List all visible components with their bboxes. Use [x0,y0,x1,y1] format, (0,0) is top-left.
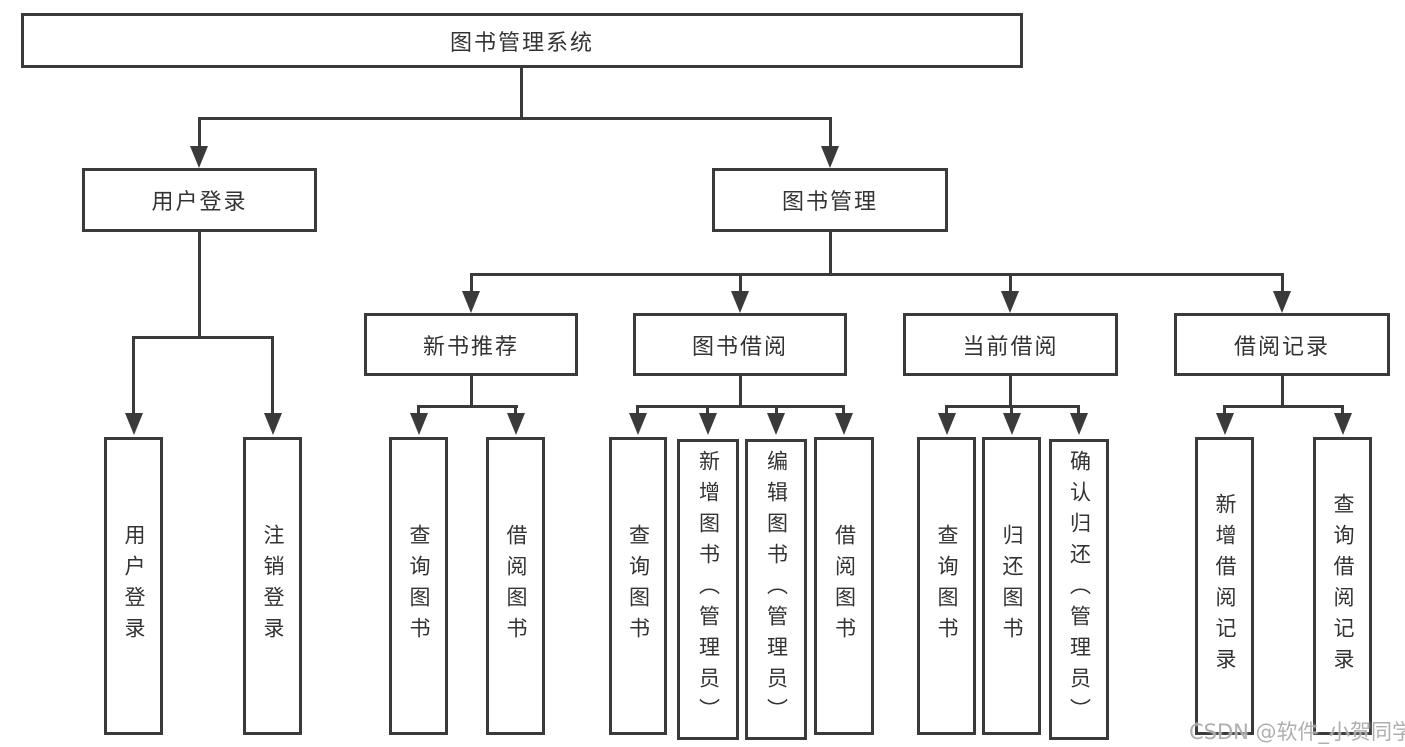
node-label: 查询图书 [407,524,431,648]
connector-leaf-drop [1077,405,1080,415]
leaf-query-books: 查询图书 [917,437,976,735]
connector-current-stem [1009,376,1012,405]
connector-leaf-drop [945,405,948,415]
leaf-query-books: 查询图书 [389,437,448,735]
arrow-down-icon [507,413,525,435]
leaf-confirm-return-admin: 确认归还（管理员） [1049,439,1109,740]
leaf-query-books: 查询图书 [609,437,667,735]
connector-leaf-drop [514,405,517,415]
node-label: 当前借阅 [962,334,1059,360]
arrow-down-icon [1001,291,1019,313]
connector-leaf-drop [636,405,639,415]
node-label: 确认归还（管理员） [1067,450,1092,729]
arrow-down-icon [699,413,717,435]
arrow-down-icon [1216,413,1234,435]
connector-book-mgmt-stem [829,232,832,276]
arrow-down-icon [462,291,480,313]
node-label: 借阅图书 [504,524,528,648]
connector-leaf-drop [1223,405,1226,415]
node-root: 图书管理系统 [21,13,1023,68]
arrow-down-icon [938,413,956,435]
node-book-borrow: 图书借阅 [633,313,847,376]
leaf-query-borrow-record: 查询借阅记录 [1313,437,1372,735]
leaf-add-books-admin: 新增图书（管理员） [677,439,739,740]
arrow-down-icon [1334,413,1352,435]
arrow-down-icon [190,146,208,168]
connector-leaf-drop [1010,405,1013,415]
connector-record-stem [1281,376,1284,405]
node-label: 图书借阅 [691,334,788,360]
leaf-borrow-books: 借阅图书 [814,437,874,735]
node-new-book-recommend: 新书推荐 [364,313,578,376]
arrow-down-icon [125,413,143,435]
node-label: 借阅图书 [832,524,857,648]
node-label: 图书管理系统 [449,30,594,56]
connector-level1-rail [198,117,832,120]
node-label: 注销登录 [261,524,285,648]
connector-borrow-stem [739,376,742,405]
connector-root-stem [520,68,523,120]
connector-user-login-stem [198,232,201,338]
node-label: 归还图书 [1000,524,1024,648]
connector-level2-drop [739,276,742,293]
connector-leaf-drop [842,405,845,415]
node-label: 借阅记录 [1233,334,1330,360]
leaf-borrow-books: 借阅图书 [486,437,545,735]
connector-user-login-rail [132,336,274,339]
connector-borrow-rail [636,405,845,408]
node-label: 用户登录 [122,524,146,648]
leaf-user-login: 用户登录 [104,437,163,735]
connector-leaf-drop [706,405,709,415]
arrow-down-icon [1273,291,1291,313]
arrow-down-icon [264,413,282,435]
node-current-borrow: 当前借阅 [903,313,1118,376]
connector-record-rail [1223,405,1344,408]
connector-leaf-drop [132,336,135,415]
connector-level2-drop [1281,276,1284,293]
connector-new-book-stem [470,376,473,405]
csdn-watermark: CSDN @软件_小贺同学 [1189,720,1405,744]
node-user-login: 用户登录 [82,168,317,232]
leaf-return-books: 归还图书 [982,437,1041,735]
connector-leaf-drop [775,405,778,415]
node-label: 新增借阅记录 [1213,493,1237,679]
leaf-edit-books-admin: 编辑图书（管理员） [745,439,807,740]
connector-new-book-rail [417,405,518,408]
node-label: 查询借阅记录 [1331,493,1355,679]
arrow-down-icon [731,291,749,313]
connector-leaf-drop [1341,405,1344,415]
node-borrow-record: 借阅记录 [1174,313,1390,376]
arrow-down-icon [629,413,647,435]
node-label: 查询图书 [626,524,651,648]
connector-leaf-drop [271,336,274,415]
connector-level2-drop [470,276,473,293]
node-label: 新书推荐 [422,334,519,360]
leaf-logout: 注销登录 [243,437,302,735]
connector-user-login-drop [198,117,201,148]
arrow-down-icon [410,413,428,435]
arrow-down-icon [835,413,853,435]
node-label: 用户登录 [151,190,248,215]
node-label: 查询图书 [935,524,959,648]
connector-leaf-drop [417,405,420,415]
node-label: 编辑图书（管理员） [764,450,789,729]
arrow-down-icon [1003,413,1021,435]
node-label: 新增图书（管理员） [696,450,721,729]
node-book-management: 图书管理 [712,168,948,232]
leaf-add-borrow-record: 新增借阅记录 [1195,437,1254,735]
arrow-down-icon [1070,413,1088,435]
node-label: 图书管理 [781,190,878,215]
arrow-down-icon [767,413,785,435]
connector-book-mgmt-drop [829,117,832,148]
connector-level2-rail [470,273,1284,276]
connector-level2-drop [1009,276,1012,293]
arrow-down-icon [821,146,839,168]
